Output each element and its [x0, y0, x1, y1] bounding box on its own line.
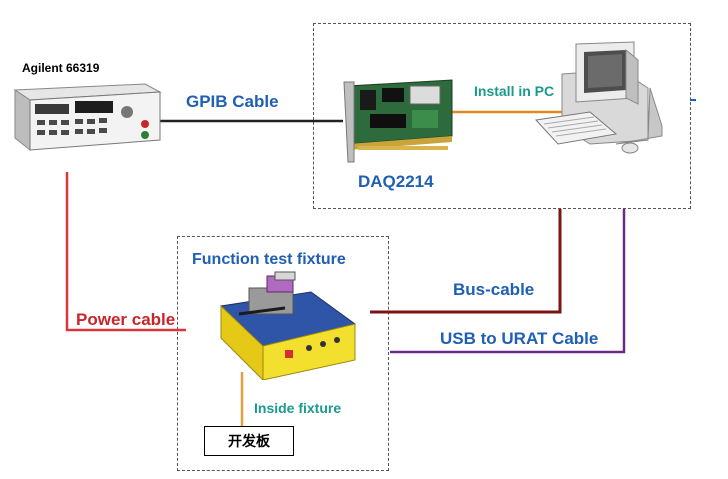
usb-cable-line: [390, 209, 626, 354]
install-label: Install in PC: [474, 83, 555, 99]
daq-name: DAQ2214: [358, 172, 434, 191]
desktop-computer-icon: [534, 41, 663, 154]
bus-cable-label: Bus-cable: [453, 280, 535, 299]
dev-board-label: 开发板: [228, 434, 270, 450]
inside-fixture-label: Inside fixture: [254, 400, 342, 416]
dev-board-box: 开发板: [204, 426, 294, 456]
fixture-title: Function test fixture: [192, 251, 346, 268]
daq-card-icon: [343, 79, 453, 163]
bus-cable-line: [370, 209, 562, 314]
gpib-cable-label: GPIB Cable: [186, 92, 279, 111]
power-supply-icon: [13, 83, 162, 152]
power-cable-line: [65, 172, 186, 332]
instrument-name: Agilent 66319: [22, 61, 100, 75]
usb-cable-label: USB to URAT Cable: [440, 329, 599, 348]
test-fixture-icon: [219, 271, 357, 380]
power-cable-label: Power cable: [76, 310, 176, 329]
